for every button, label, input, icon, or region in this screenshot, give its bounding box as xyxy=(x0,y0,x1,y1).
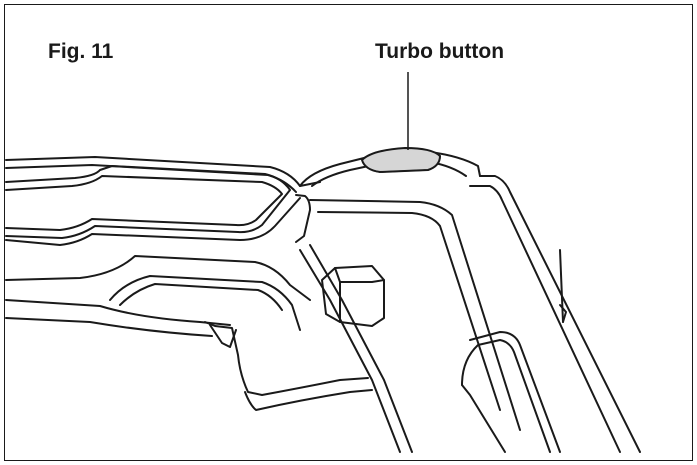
head-left-face-inner xyxy=(317,211,501,411)
handle-underside-lower xyxy=(5,317,213,337)
trigger-outline xyxy=(204,321,369,396)
handle-outline-top xyxy=(5,156,321,187)
grip-recess-inner2 xyxy=(119,283,283,311)
head-right-edge-stub xyxy=(559,304,567,323)
trigger-lower xyxy=(244,389,373,411)
body-slot-inner xyxy=(461,339,551,453)
body-slot-outer xyxy=(469,331,561,453)
body-diagonal-left2 xyxy=(309,244,413,453)
handle-groove xyxy=(5,197,301,246)
head-left-face xyxy=(309,199,521,431)
side-switch-front xyxy=(321,265,385,327)
trigger-face xyxy=(209,324,237,348)
figure-label: Fig. 11 xyxy=(48,40,114,63)
grip-recess-outer xyxy=(5,255,311,301)
head-ridge-inner xyxy=(469,185,621,453)
head-ridge xyxy=(479,175,641,453)
head-left-edge xyxy=(295,194,311,243)
handle-underside xyxy=(5,299,231,326)
body-diagonal-left xyxy=(299,249,401,453)
head-right-edge xyxy=(559,249,564,323)
handle-upper-panel-inner xyxy=(5,175,283,231)
side-switch-edge xyxy=(334,267,385,283)
figure-frame xyxy=(4,4,693,461)
grip-recess-inner xyxy=(109,275,301,331)
turbo-button-icon xyxy=(360,146,442,174)
body-slot-left xyxy=(461,384,506,453)
turbo-button-label: Turbo button xyxy=(375,40,505,63)
handle-upper-panel xyxy=(5,165,291,239)
